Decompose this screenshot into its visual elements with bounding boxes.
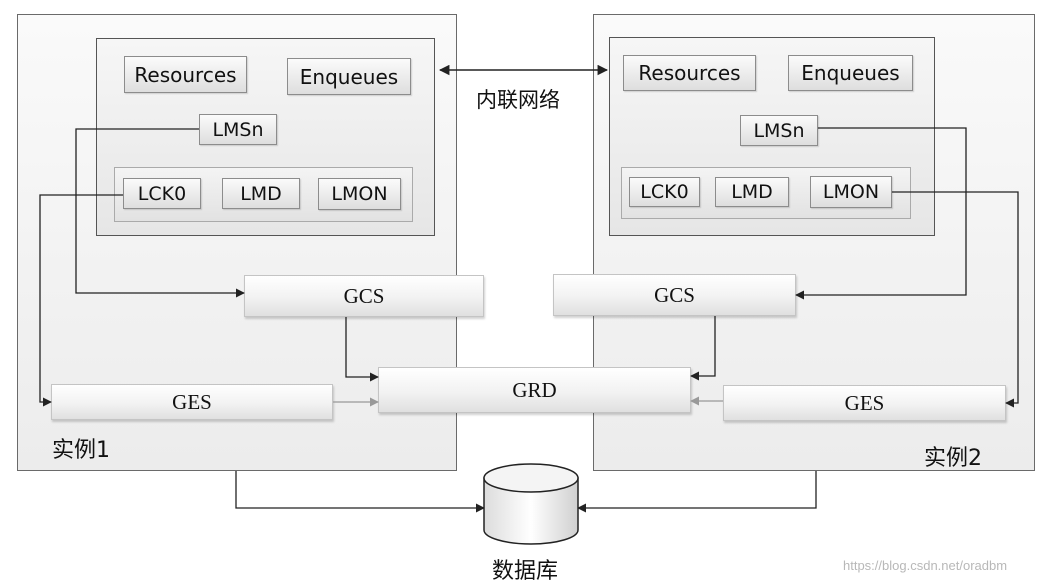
instance-1-lmsn: LMSn: [199, 114, 277, 145]
database-icon: [483, 463, 579, 545]
inst1-to-database: [235, 471, 485, 513]
interconnect-label: 内联网络: [476, 88, 560, 112]
instance-2-lmsn: LMSn: [740, 115, 818, 146]
instance-2-gcs: GCS: [553, 274, 796, 316]
instance-1-lmd: LMD: [222, 178, 300, 209]
instance-2-enqueues: Enqueues: [788, 55, 913, 91]
inst1-gcs-to-grd: [345, 317, 379, 382]
instance-1-resources: Resources: [124, 56, 247, 93]
inst2-gcs-to-grd: [690, 316, 716, 381]
instance-1-ges: GES: [51, 384, 333, 420]
instance-2-lmon: LMON: [810, 176, 892, 208]
instance-1-label: 实例1: [52, 438, 110, 463]
instance-2-label: 实例2: [924, 446, 982, 471]
inst2-lmsn-to-gcs: [795, 127, 967, 300]
inst2-to-database: [577, 471, 817, 513]
inst1-lck0-to-ges: [39, 194, 123, 407]
grd-box: GRD: [378, 367, 691, 413]
instance-2-ges: GES: [723, 385, 1006, 421]
instance-1-enqueues: Enqueues: [287, 58, 411, 95]
instance-2-resources: Resources: [623, 55, 756, 91]
instance-2-lmd: LMD: [715, 177, 789, 207]
inst1-lmsn-to-gcs: [75, 128, 245, 298]
watermark: https://blog.csdn.net/oradbm: [843, 558, 1008, 573]
instance-2-lck0: LCK0: [629, 177, 700, 207]
instance-1-lmon: LMON: [318, 178, 401, 210]
instance-1-gcs: GCS: [244, 275, 484, 317]
database-label: 数据库: [492, 559, 559, 584]
inst2-lmon-to-ges: [892, 191, 1019, 408]
instance-1-lck0: LCK0: [123, 178, 201, 209]
